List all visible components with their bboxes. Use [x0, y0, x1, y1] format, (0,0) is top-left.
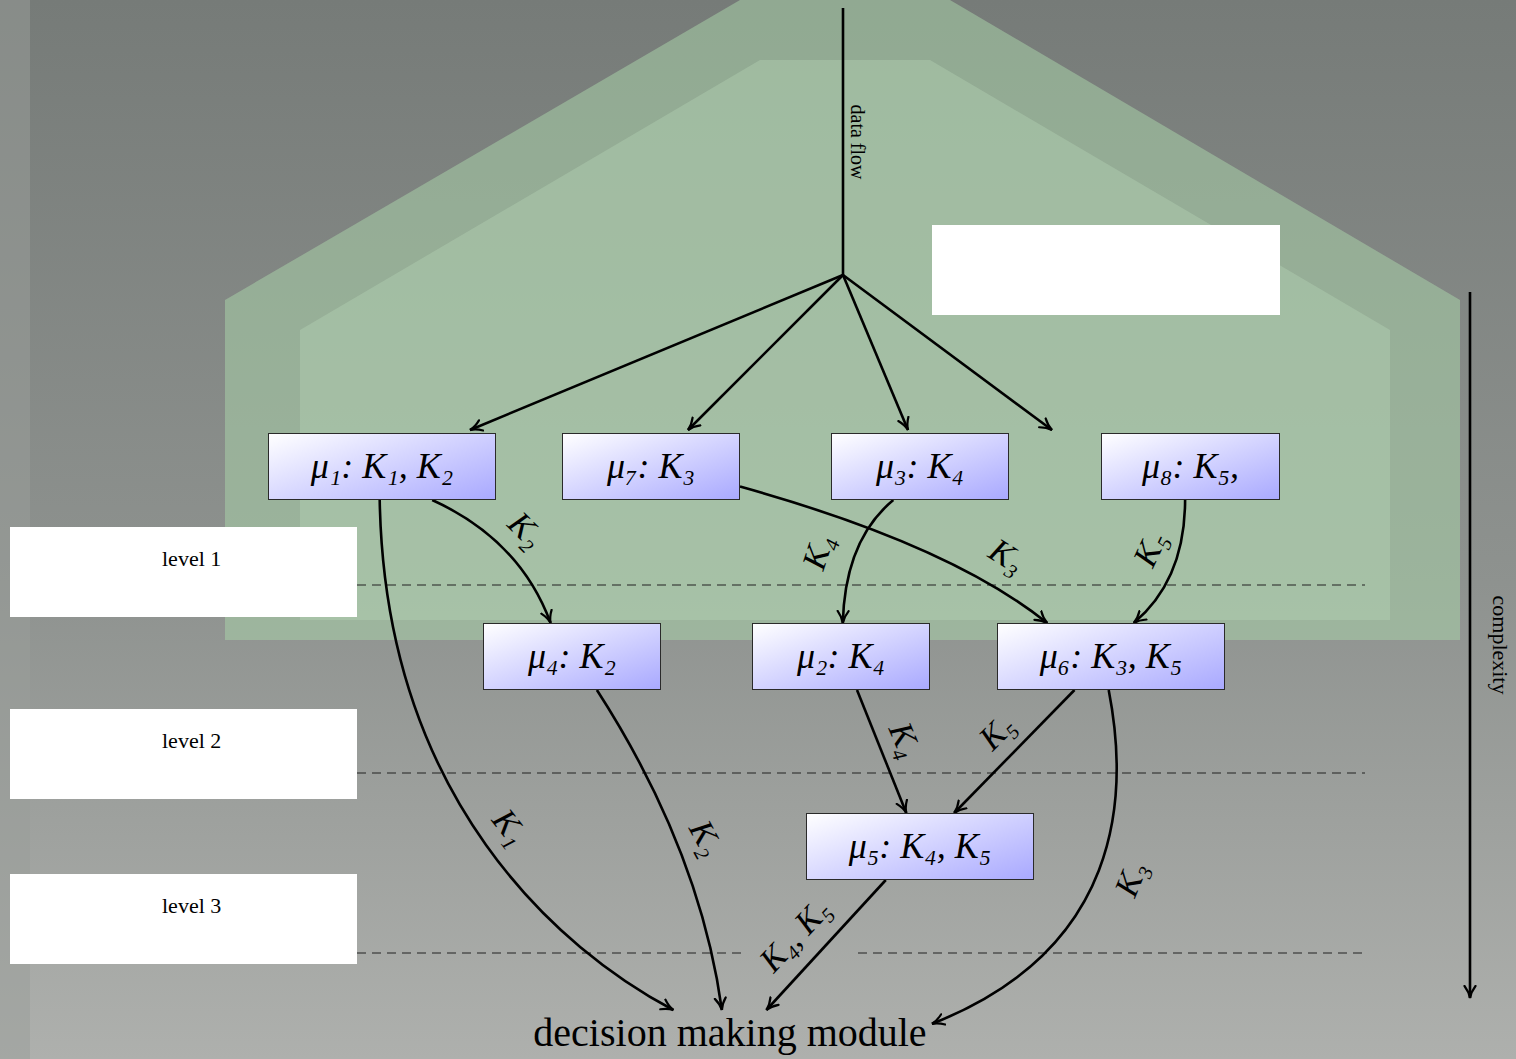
background-shape: [300, 60, 1390, 620]
node-text: μ₅: K₄, K₅: [849, 827, 992, 867]
complexity-arrow: [1469, 292, 1472, 998]
node-text: μ₇: K₃: [607, 447, 695, 487]
process-box: μ₄: K₂: [483, 623, 661, 690]
node-text: μ₄: K₂: [528, 637, 616, 677]
data-flow-line: [842, 8, 845, 275]
background-shape: [225, 0, 1460, 640]
process-box: μ₆: K₃, K₅: [997, 623, 1225, 690]
decision-module: decision making module: [528, 1010, 932, 1056]
level-band: level 1: [10, 527, 357, 617]
level-divider: [858, 952, 1365, 953]
node-text: decision making module: [533, 1011, 926, 1055]
connector-arrow: [432, 500, 550, 623]
process-box: μ₁: K₁, K₂: [268, 433, 496, 500]
node-text: μ₈: K₅,: [1142, 447, 1239, 487]
connector-arrow: [843, 500, 894, 623]
level-divider: [207, 772, 1365, 773]
level-divider: [207, 584, 1365, 585]
node-text: μ₆: K₃, K₅: [1040, 637, 1183, 677]
level-band: level 2: [10, 709, 357, 799]
node-text: μ₂: K₄: [797, 637, 885, 677]
process-box: μ₃: K₄: [831, 433, 1009, 500]
node-text: μ₁: K₁, K₂: [311, 447, 454, 487]
fan-arrow: [843, 275, 1052, 430]
process-box: μ₅: K₄, K₅: [806, 813, 1034, 880]
blank-panel: [932, 225, 1280, 315]
level-band: level 3: [10, 874, 357, 964]
process-box: μ₈: K₅,: [1101, 433, 1280, 500]
node-text: μ₃: K₄: [876, 447, 964, 487]
connector-arrow: [740, 487, 1047, 623]
process-box: μ₂: K₄: [752, 623, 930, 690]
process-box: μ₇: K₃: [562, 433, 740, 500]
node-text: level 2: [162, 729, 221, 753]
axis-label: complexity: [1489, 596, 1511, 695]
axis-label: data flow: [848, 105, 868, 180]
node-text: level 3: [162, 894, 221, 918]
connector-arrow: [380, 500, 674, 1010]
connector-arrow: [954, 690, 1074, 813]
fan-arrow: [470, 275, 843, 430]
node-text: level 1: [162, 547, 221, 571]
fan-arrow: [688, 275, 843, 430]
